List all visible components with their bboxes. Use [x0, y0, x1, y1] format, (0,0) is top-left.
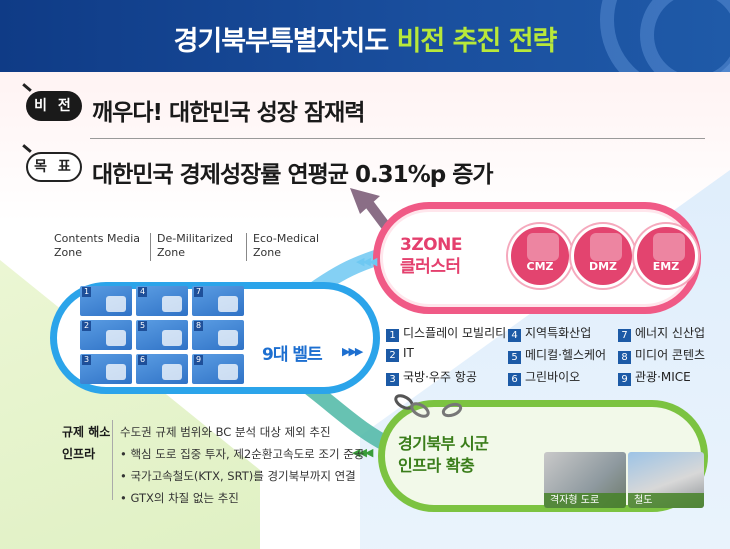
solar-panel-icon — [653, 233, 685, 261]
arrow-indicator: ◀◀◀ — [356, 255, 377, 268]
belt-tile: 4 — [136, 286, 188, 316]
title-highlight: 비전 추진 전략 — [396, 26, 558, 57]
infra-key: 인프라 — [62, 447, 96, 461]
zone-legend-dmz: De-Militarized Zone — [157, 232, 234, 259]
belt-tile: 1 — [80, 286, 132, 316]
infra-title: 경기북부 시군 인프라 확충 — [398, 434, 489, 475]
regulation-key: 규제 해소 — [62, 425, 111, 439]
vision-tag: 비 전 — [26, 91, 82, 121]
plant-icon — [162, 364, 182, 380]
infra-item: • 핵심 도로 집중 투자, 제2순환고속도로 조기 준공 — [120, 447, 365, 461]
belt-tile: 8 — [192, 320, 244, 350]
medical-icon — [162, 330, 182, 346]
goal-tag: 목 표 — [26, 152, 82, 182]
header-banner: 경기북부특별자치도 비전 추진 전략 — [0, 0, 730, 72]
chain-icon — [394, 394, 463, 418]
road-photo: 격자형 도로 — [544, 452, 626, 508]
arrow-indicator: ◀◀◀ — [352, 446, 373, 459]
tank-icon — [106, 364, 126, 380]
zone-legend-cmz: Contents Media Zone — [54, 232, 141, 259]
dmz-circle: DMZ — [571, 224, 635, 288]
regulation-text: 수도권 규제 범위와 BC 분석 대상 제외 추진 — [120, 425, 331, 439]
zone-separator — [150, 233, 151, 261]
mountain-icon — [590, 233, 622, 261]
goal-text: 대한민국 경제성장률 연평균 0.31%p 증가 — [92, 162, 494, 188]
vr-headset-icon — [218, 330, 238, 346]
island-icon — [218, 364, 238, 380]
belt-tile: 9 — [192, 354, 244, 384]
server-icon — [106, 330, 126, 346]
divider — [90, 138, 705, 139]
arrow-indicator: ▶▶▶ — [342, 345, 363, 358]
car-icon — [106, 296, 126, 312]
belt-tile: 3 — [80, 354, 132, 384]
infra-item: • GTX의 차질 없는 추진 — [120, 491, 239, 505]
belt-tile: 6 — [136, 354, 188, 384]
belt-tile: 5 — [136, 320, 188, 350]
infra-item: • 국가고속철도(KTX, SRT)를 경기북부까지 연결 — [120, 469, 356, 483]
rail-photo: 철도 — [628, 452, 704, 508]
cmz-circle: CMZ — [508, 224, 572, 288]
zone-legend-emz: Eco-Medical Zone — [253, 232, 320, 259]
belt-tile: 7 — [192, 286, 244, 316]
page-title: 경기북부특별자치도 비전 추진 전략 — [0, 19, 730, 58]
title-main: 경기북부특별자치도 — [173, 26, 390, 57]
vision-text: 깨우다! 대한민국 성장 잠재력 — [92, 100, 365, 126]
zone-separator — [246, 233, 247, 261]
chart-icon — [162, 296, 182, 312]
solar-panel-icon — [218, 296, 238, 312]
header-decor-arc — [640, 0, 730, 72]
policy-separator — [112, 420, 113, 500]
belt-tile: 2 — [80, 320, 132, 350]
belt-label: 9대 벨트 — [262, 345, 323, 365]
content-media-icon — [527, 233, 559, 261]
belt-tiles: 1 4 7 2 5 8 3 6 9 — [80, 286, 255, 391]
cluster-title: 3ZONE 클러스터 — [400, 235, 462, 277]
emz-circle: EMZ — [634, 224, 698, 288]
